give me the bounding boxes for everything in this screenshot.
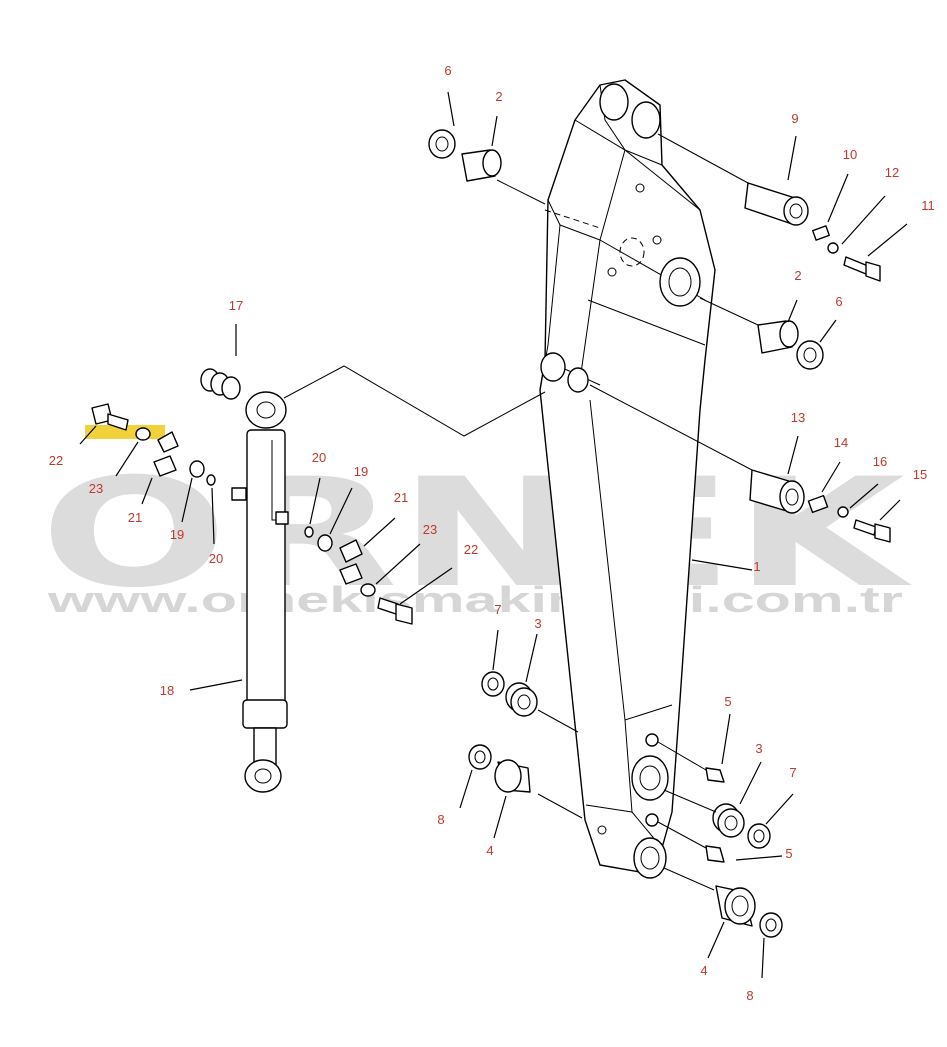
- boom-tip-lower-bore: [633, 837, 667, 879]
- callout-15: 15: [913, 467, 927, 482]
- callout-22-left: 22: [49, 453, 63, 468]
- clamp-21-left-bottom: [153, 455, 177, 477]
- callout-19-right: 19: [354, 464, 368, 479]
- callout-1: 1: [753, 559, 760, 574]
- bolt-22-left: [91, 403, 129, 431]
- callout-23-left: 23: [89, 481, 103, 496]
- callout-13: 13: [791, 410, 805, 425]
- callout-16: 16: [873, 454, 887, 469]
- callout-17: 17: [229, 298, 243, 313]
- callout-20-right: 20: [312, 450, 326, 465]
- callout-8-left: 8: [437, 812, 444, 827]
- grease-fitting-5-upper: [645, 733, 725, 783]
- plate-10: [812, 225, 830, 241]
- grease-fitting-5-lower: [645, 813, 725, 863]
- boom-tip-upper-bore: [631, 755, 669, 801]
- callout-3-right: 3: [755, 741, 762, 756]
- plate-14: [807, 494, 829, 514]
- callouts: 6 2 9 10 12 11 2 6 17 13 14 16 15 22 23 …: [49, 63, 935, 1003]
- watermark-url: www.ornekismakinalari.com.tr: [46, 579, 903, 620]
- callout-4-right: 4: [700, 963, 707, 978]
- pin-9: [744, 182, 809, 226]
- callout-9: 9: [791, 111, 798, 126]
- callout-5-upper: 5: [724, 694, 731, 709]
- seal-6-upper: [428, 129, 456, 159]
- seal-8-right: [759, 912, 783, 938]
- spacer-19-left: [189, 460, 205, 478]
- callout-21-left: 21: [128, 510, 142, 525]
- bolt-11: [843, 256, 881, 282]
- shim-set-17: [200, 368, 241, 400]
- assembly-lines: [283, 133, 759, 891]
- washer-16: [837, 506, 849, 518]
- callout-4-left: 4: [486, 843, 493, 858]
- cylinder-head-eye: [245, 391, 287, 429]
- callout-8-right: 8: [746, 988, 753, 1003]
- callout-3-left: 3: [534, 616, 541, 631]
- callout-19-left: 19: [170, 527, 184, 542]
- ring-20-right: [304, 526, 314, 538]
- callout-5-lower: 5: [785, 846, 792, 861]
- callout-23-right: 23: [423, 522, 437, 537]
- boom-cylinder-bore: [659, 257, 701, 307]
- boom-side-eye: [540, 352, 566, 382]
- spacer-19-right: [317, 534, 333, 552]
- callout-11: 11: [921, 198, 935, 213]
- boom-foot-eye-right: [631, 101, 661, 139]
- callout-12: 12: [885, 165, 899, 180]
- hydraulic-cylinder: [231, 391, 289, 793]
- watermark: ORNEK www.ornekismakinalari.com.tr: [40, 425, 912, 621]
- callout-20-left: 20: [209, 551, 223, 566]
- callout-2-upper: 2: [495, 89, 502, 104]
- callout-6-upper: 6: [444, 63, 451, 78]
- clamp-21-left-top: [157, 431, 179, 453]
- callout-22-right: 22: [464, 542, 478, 557]
- seal-6-lower: [796, 340, 824, 370]
- callout-18: 18: [160, 683, 174, 698]
- cylinder-rod-eye: [244, 759, 282, 793]
- callout-7-left: 7: [494, 602, 501, 617]
- callout-7-right: 7: [789, 765, 796, 780]
- boom-bracket-eye: [567, 367, 589, 393]
- callout-10: 10: [843, 147, 857, 162]
- seal-7-right: [747, 823, 771, 849]
- seal-7-left: [481, 671, 505, 697]
- clamp-21-right-bottom: [339, 563, 363, 585]
- callout-6-lower: 6: [835, 294, 842, 309]
- boom-arm: [539, 79, 716, 879]
- clamp-21-right-top: [339, 539, 363, 563]
- bushing-4-left: [494, 759, 531, 793]
- callout-leaders: [79, 91, 908, 979]
- washer-12: [827, 242, 839, 254]
- bushing-4-right: [715, 885, 756, 927]
- callout-14: 14: [834, 435, 848, 450]
- bushing-2-upper: [461, 149, 502, 182]
- callout-21-right: 21: [394, 490, 408, 505]
- bolt-22-right: [377, 597, 413, 625]
- washer-23-right: [360, 583, 376, 597]
- pin-13: [749, 469, 805, 514]
- bushing-3-right: [712, 803, 745, 838]
- seal-8-left: [468, 744, 492, 770]
- bushing-3-left: [505, 682, 538, 717]
- bolt-15: [853, 519, 891, 543]
- washer-23-left: [135, 427, 151, 441]
- bushing-2-lower: [757, 320, 799, 354]
- callout-2-lower: 2: [794, 268, 801, 283]
- boom-foot-eye-left: [599, 83, 629, 121]
- ring-20-left: [206, 474, 216, 486]
